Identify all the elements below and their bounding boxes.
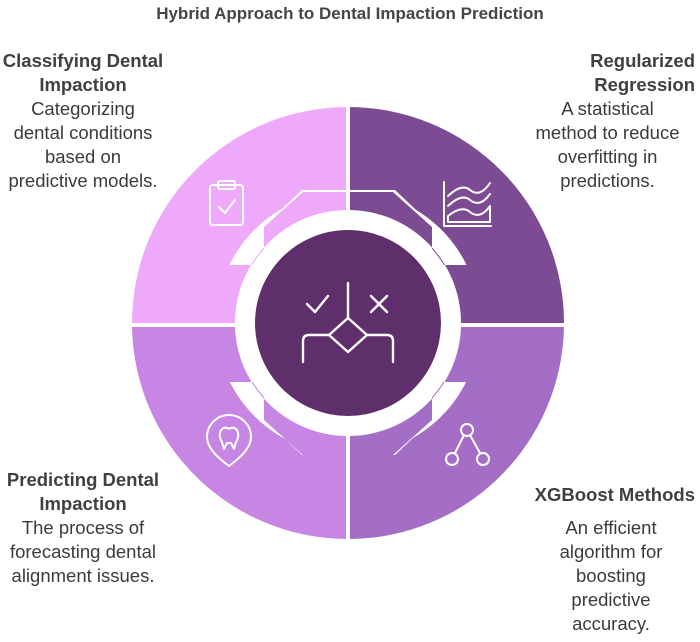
heading-classifying: Classifying Dental Impaction <box>0 49 166 97</box>
stub-tl <box>216 192 346 323</box>
description-line: boosting <box>576 565 646 586</box>
description-line: alignment issues. <box>11 565 155 586</box>
heading-line: Impaction <box>39 493 127 514</box>
description-xgboost: An efficient algorithm for boosting pred… <box>540 516 682 636</box>
section-xgboost-heading: XGBoost Methods <box>510 483 695 507</box>
description-line: based on <box>44 146 122 167</box>
description-line: overfitting in <box>557 146 658 167</box>
description-line: An efficient <box>565 517 657 538</box>
description-line: predictive models. <box>8 170 158 191</box>
stub-tr <box>350 192 480 323</box>
heading-line: Regression <box>594 74 695 95</box>
description-line: forecasting dental <box>9 541 157 562</box>
heading-line: Classifying Dental <box>2 50 164 71</box>
description-line: method to reduce <box>535 122 680 143</box>
decision-branch-icon <box>301 281 395 364</box>
center-circle <box>255 230 441 416</box>
description-classifying: Categorizing dental conditions based on … <box>0 97 166 193</box>
stub-br <box>350 327 480 455</box>
description-line: predictions. <box>560 170 655 191</box>
heading-line: Impaction <box>39 74 127 95</box>
heading-regularized-regression: Regularized Regression <box>520 49 695 97</box>
description-line: A statistical <box>561 98 654 119</box>
segment-regularized-regression <box>350 107 564 323</box>
area-chart-icon <box>443 181 492 227</box>
clipboard-check-icon <box>209 180 244 226</box>
description-line: dental conditions <box>13 122 153 143</box>
tooth-pin-icon <box>206 414 252 467</box>
heading-xgboost: XGBoost Methods <box>534 484 695 505</box>
tree-nodes-icon <box>445 423 490 466</box>
diagram-title: Hybrid Approach to Dental Impaction Pred… <box>156 4 544 23</box>
description-line: Categorizing <box>31 98 135 119</box>
description-regularized-regression: A statistical method to reduce overfitti… <box>520 97 695 193</box>
description-line: The process of <box>21 517 145 538</box>
heading-predicting: Predicting Dental Impaction <box>0 468 166 516</box>
description-line: predictive <box>571 589 651 610</box>
heading-line: Regularized <box>590 50 695 71</box>
description-line: accuracy. <box>572 613 650 634</box>
section-regularized-regression: Regularized Regression A statistical met… <box>520 49 696 193</box>
section-predicting: Predicting Dental Impaction The process … <box>0 468 166 588</box>
section-classifying: Classifying Dental Impaction Categorizin… <box>0 49 166 193</box>
heading-line: Predicting Dental <box>6 469 160 490</box>
segment-classifying <box>132 107 346 323</box>
segment-xgboost <box>350 327 564 539</box>
stub-bl <box>216 327 346 455</box>
description-line: algorithm for <box>559 541 663 562</box>
description-predicting: The process of forecasting dental alignm… <box>0 516 166 588</box>
